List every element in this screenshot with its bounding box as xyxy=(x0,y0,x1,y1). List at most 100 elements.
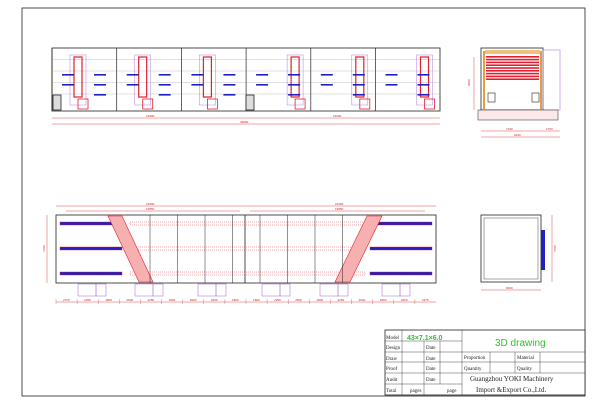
light-fixture xyxy=(417,74,430,76)
equipment-box xyxy=(337,283,349,297)
dim-front-total: 43000 xyxy=(240,120,249,124)
date-label: Date xyxy=(426,357,436,362)
red-rack xyxy=(290,56,300,98)
light-fixture xyxy=(352,94,365,96)
light-fixture xyxy=(94,74,106,76)
equipment-box xyxy=(319,283,339,297)
roof-stripe xyxy=(486,75,539,78)
dim-plan-bottom: 2250 xyxy=(401,298,408,302)
dim-plan-bottom: 2500 xyxy=(126,298,133,302)
red-rack xyxy=(355,56,365,98)
front-elevation xyxy=(51,47,441,112)
light-fixture xyxy=(320,74,333,76)
light-fixture xyxy=(352,84,365,86)
track-dashed xyxy=(129,246,366,251)
roof-stripe xyxy=(486,58,539,61)
dim-side-total: 9150 xyxy=(514,133,521,137)
red-rack xyxy=(73,56,83,98)
date-label: Date xyxy=(426,367,436,372)
light-fixture xyxy=(288,84,301,86)
red-rack xyxy=(419,56,430,98)
conveyor-blue xyxy=(59,271,123,276)
light-fixture xyxy=(94,84,106,86)
equipment-box xyxy=(197,283,217,297)
light-fixture xyxy=(62,74,74,76)
equipment-box xyxy=(381,283,401,297)
dim-plan-bottom: 1800 xyxy=(232,298,239,302)
track-dashed xyxy=(129,271,366,276)
dim-plan-width: 7100 xyxy=(42,245,46,252)
title-block: Model 43×7.1×6.0 Design Draw Proof Audit… xyxy=(384,329,586,396)
light-fixture xyxy=(126,74,139,76)
dim-plan-bottom: 1800 xyxy=(380,298,387,302)
design-label: Design xyxy=(386,346,401,351)
roof-stripe xyxy=(486,61,539,64)
dim-side-width: 7100 xyxy=(506,127,513,131)
light-fixture xyxy=(417,84,430,86)
light-fixture xyxy=(223,74,236,76)
light-fixture xyxy=(62,84,74,86)
equipment-box xyxy=(215,283,227,297)
page-label: page xyxy=(447,389,457,394)
light-fixture xyxy=(320,84,333,86)
light-fixture xyxy=(417,94,430,96)
equipment-box xyxy=(399,283,411,297)
small-plan-view: 6000 7100 xyxy=(480,214,557,291)
drawing-title: 3D drawing xyxy=(495,338,546,349)
light-fixture xyxy=(191,74,204,76)
model-label: Model xyxy=(386,336,400,341)
dim-side-extra: 1750 xyxy=(546,127,553,131)
model-value: 43×7.1×6.0 xyxy=(407,335,443,342)
company-name-line1: Guangzhou YOKI Machinery xyxy=(470,375,554,383)
conveyor-blue xyxy=(369,271,433,276)
company-name-line2: Import &Export Co.,Ltd. xyxy=(476,386,546,394)
dim-plan-bottom: 2375 xyxy=(422,298,429,302)
light-fixture xyxy=(158,94,171,96)
dim-small-width: 6000 xyxy=(506,286,513,290)
burner-unit xyxy=(142,98,154,110)
burner-unit xyxy=(294,98,306,110)
light-fixture xyxy=(288,94,301,96)
quality-label: Quality xyxy=(517,367,532,372)
quantity-label: Quantity xyxy=(464,367,482,372)
dim-plan-bottom: 2500 xyxy=(359,298,366,302)
red-rack xyxy=(138,56,148,98)
equipment-box xyxy=(134,283,154,297)
draw-label: Draw xyxy=(386,357,397,362)
conveyor-blue xyxy=(369,221,433,226)
dim-plan-bottom: 2500 xyxy=(190,298,197,302)
dim-plan-bottom: 1800 xyxy=(253,298,260,302)
light-fixture xyxy=(158,84,171,86)
dim-plan-bottom: 2500 xyxy=(295,298,302,302)
roof-stripe xyxy=(486,70,539,72)
light-fixture xyxy=(288,74,301,76)
light-fixture xyxy=(94,94,106,96)
transfer-section xyxy=(107,215,154,283)
total-label: Total xyxy=(386,389,397,394)
dim-plan-left: 21500 xyxy=(146,202,155,206)
roof-stripe xyxy=(486,72,539,75)
light-fixture xyxy=(191,84,204,86)
light-fixture xyxy=(223,94,236,96)
material-label: Material xyxy=(517,356,535,361)
door xyxy=(52,94,62,111)
light-fixture xyxy=(352,74,365,76)
transfer-section xyxy=(334,215,383,283)
front-dimensions: 21500 21500 43000 xyxy=(52,114,440,125)
roof-stripe xyxy=(486,67,539,69)
dim-side-height: 6000 xyxy=(467,79,471,86)
burner-unit xyxy=(359,98,371,110)
dim-small-height: 7100 xyxy=(553,245,557,252)
dim-front-right: 21500 xyxy=(333,114,342,118)
light-fixture xyxy=(256,84,269,86)
dim-plan-bottom: 2250 xyxy=(148,298,155,302)
dim-plan-bottom: 2375 xyxy=(63,298,70,302)
equipment-box xyxy=(77,283,97,297)
dim-plan-bottom: 2250 xyxy=(211,298,218,302)
plan-view xyxy=(55,214,437,297)
light-fixture xyxy=(126,84,139,86)
dim-plan-right: 21500 xyxy=(335,202,344,206)
light-fixture xyxy=(256,74,269,76)
